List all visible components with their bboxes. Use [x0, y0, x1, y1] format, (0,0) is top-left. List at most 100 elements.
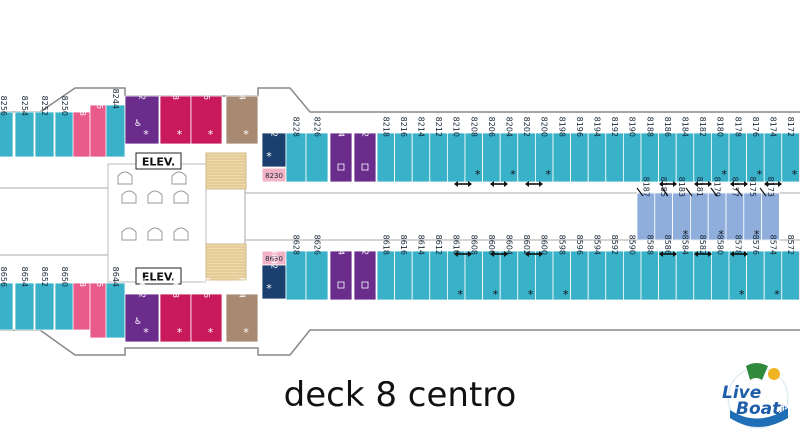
cabin-8598[interactable]: 8598*: [552, 235, 572, 301]
cabin-8574[interactable]: 8574*: [763, 235, 783, 301]
cabin-8222[interactable]: 8222: [353, 117, 377, 183]
cabin-8226[interactable]: 8226: [305, 117, 329, 183]
cabin-8172[interactable]: 8172*: [781, 117, 800, 183]
cabin-8642[interactable]: 8642*♿: [124, 278, 160, 343]
cabin-8228[interactable]: 8228: [285, 117, 307, 183]
cabin-8256[interactable]: 8256: [0, 96, 14, 158]
cabin-8636[interactable]: 8636*: [190, 278, 223, 343]
cabin-8590[interactable]: 8590: [623, 235, 642, 301]
cabin-8202[interactable]: 8202: [517, 117, 536, 183]
cabin-8224[interactable]: 8224: [329, 117, 353, 183]
cabin-8600[interactable]: 8600: [535, 235, 554, 301]
cabin-8180[interactable]: 8180*: [711, 117, 730, 183]
cabin-number: 8179: [713, 177, 722, 197]
connector-top-3: [659, 181, 677, 187]
cabin-number: 8632: [270, 249, 279, 269]
cabin-8250[interactable]: 8250: [54, 96, 75, 158]
cabin-8638[interactable]: 8638*: [159, 278, 192, 343]
cabin-8173[interactable]: 8173: [761, 177, 780, 241]
cabin-8608[interactable]: 8608: [464, 235, 484, 301]
cabin-8652[interactable]: 8652: [34, 267, 55, 331]
cabin-8588[interactable]: 8588: [640, 235, 660, 301]
cabin-8176[interactable]: 8176*: [746, 117, 765, 183]
cabin-8592[interactable]: 8592: [605, 235, 624, 301]
cabin-8214[interactable]: 8214: [411, 117, 431, 183]
cabin-8632[interactable]: 8632 *: [261, 249, 287, 300]
cabin-8187[interactable]: 8187: [636, 177, 656, 241]
cabin-8175[interactable]: 8175*: [743, 177, 762, 241]
cabin-8616[interactable]: 8616: [394, 235, 413, 301]
cabin-8628[interactable]: 8628: [285, 235, 307, 301]
cabin-8622[interactable]: 8622: [353, 235, 377, 301]
cabin-8208[interactable]: 8208*: [464, 117, 484, 183]
cabin-8212[interactable]: 8212: [429, 117, 448, 183]
cabin-8624[interactable]: 8624: [329, 235, 353, 301]
cabin-box: [353, 132, 377, 183]
cabin-8196[interactable]: 8196: [570, 117, 589, 183]
cabin-8183[interactable]: 8183*: [672, 177, 691, 241]
cabin-8582[interactable]: 8582: [693, 235, 712, 301]
cabin-8596[interactable]: 8596: [570, 235, 589, 301]
cabin-8572[interactable]: 8572: [781, 235, 800, 301]
cabin-8177[interactable]: 8177: [725, 177, 745, 241]
cabin-8186[interactable]: 8186: [658, 117, 677, 183]
cabin-number: 8610: [452, 235, 461, 255]
cabin-8594[interactable]: 8594: [587, 235, 607, 301]
cabin-8648[interactable]: 8648: [72, 267, 93, 331]
cabin-8610[interactable]: 8610*: [446, 235, 466, 301]
cabin-8194[interactable]: 8194: [587, 117, 607, 183]
cabin-8234[interactable]: 8234*: [225, 80, 259, 145]
cabin-8206[interactable]: 8206: [482, 117, 501, 183]
cabin-8190[interactable]: 8190: [623, 117, 642, 183]
cabin-8578[interactable]: 8578*: [728, 235, 748, 301]
cabin-8604[interactable]: 8604: [499, 235, 519, 301]
cabin-8178[interactable]: 8178: [728, 117, 748, 183]
cabin-star: *: [493, 288, 499, 301]
cabin-box: [658, 250, 677, 301]
cabin-8618[interactable]: 8618: [376, 235, 396, 301]
cabin-8242[interactable]: 8242*♿: [124, 80, 160, 145]
cabin-8244[interactable]: 8244: [105, 89, 126, 158]
cabin-8200[interactable]: 8200*: [535, 117, 554, 183]
cabin-8188[interactable]: 8188: [640, 117, 660, 183]
connector-top-1: [490, 181, 508, 187]
cabin-8198[interactable]: 8198: [552, 117, 572, 183]
cabin-8218[interactable]: 8218: [376, 117, 396, 183]
cabin-star: *: [266, 282, 272, 295]
cabin-8654[interactable]: 8654: [14, 267, 35, 331]
lobby-seat: [121, 227, 137, 241]
cabin-8238[interactable]: 8238*: [159, 80, 192, 145]
cabin-8606[interactable]: 8606*: [482, 235, 501, 301]
cabin-8216[interactable]: 8216: [394, 117, 413, 183]
cabin-8580[interactable]: 8580: [711, 235, 730, 301]
cabin-8252[interactable]: 8252: [34, 96, 55, 158]
cabin-8602[interactable]: 8602*: [517, 235, 536, 301]
cabin-8584[interactable]: 8584: [675, 235, 695, 301]
cabin-8576[interactable]: 8576: [746, 235, 765, 301]
cabin-8626[interactable]: 8626: [305, 235, 329, 301]
cabin-8634[interactable]: 8634*: [225, 278, 259, 343]
cabin-8182[interactable]: 8182: [693, 117, 712, 183]
cabin-8204[interactable]: 8204*: [499, 117, 519, 183]
cabin-8184[interactable]: 8184: [675, 117, 695, 183]
cabin-8586[interactable]: 8586: [658, 235, 677, 301]
cabin-8192[interactable]: 8192: [605, 117, 624, 183]
cabin-8254[interactable]: 8254: [14, 96, 35, 158]
cabin-8232[interactable]: 8232*: [261, 117, 287, 168]
cabin-8650[interactable]: 8650: [54, 267, 75, 331]
cabin-number: 8192: [610, 117, 619, 137]
cabin-8236[interactable]: 8236*: [190, 80, 223, 145]
cabin-8181[interactable]: 8181: [690, 177, 709, 241]
cabin-8656[interactable]: 8656: [0, 267, 14, 331]
cabin-8179[interactable]: 8179*: [707, 177, 727, 241]
logo-text-boat: Boat: [736, 399, 781, 419]
cabin-8614[interactable]: 8614: [411, 235, 431, 301]
cabin-8248[interactable]: 8248: [72, 96, 93, 158]
cabin-8185[interactable]: 8185: [654, 177, 673, 241]
cabin-8230[interactable]: 8230: [261, 167, 287, 183]
cabin-8174[interactable]: 8174: [763, 117, 783, 183]
cabin-8210[interactable]: 8210: [446, 117, 466, 183]
connector-top-2: [525, 181, 543, 187]
cabin-number: 8234: [238, 80, 247, 100]
cabin-8612[interactable]: 8612: [429, 235, 448, 301]
